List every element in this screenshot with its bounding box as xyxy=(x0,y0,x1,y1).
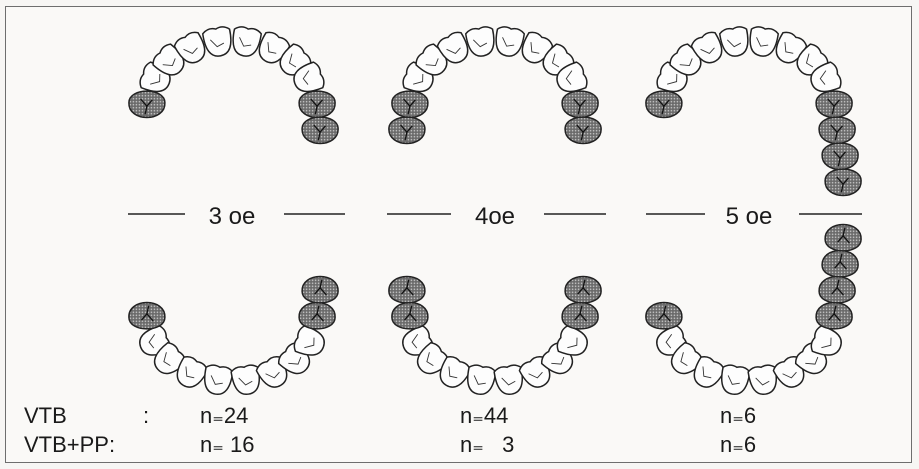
tooth-shaded xyxy=(302,117,338,143)
tooth-shaded xyxy=(825,225,861,251)
tooth-shaded xyxy=(646,91,682,117)
tooth-shaded xyxy=(392,91,428,117)
tooth xyxy=(747,26,779,59)
group-3oe-divider: 3 oe xyxy=(128,203,345,230)
upper-arch-5oe xyxy=(646,26,861,196)
tooth xyxy=(719,364,751,397)
row-label: VTB+PP: xyxy=(24,432,115,457)
lower-arch-5oe xyxy=(646,225,861,397)
group-label: 3 oe xyxy=(209,203,256,230)
row-vtb: VTB : n₌24 n₌44 n₌6 xyxy=(24,403,756,428)
tooth-shaded xyxy=(302,277,338,303)
count-4oe: n₌ 3 xyxy=(460,432,514,457)
tooth xyxy=(493,26,525,59)
tooth-shaded xyxy=(392,303,428,329)
tooth-shaded xyxy=(816,91,852,117)
tooth-shaded xyxy=(825,169,861,195)
upper-arch-4oe xyxy=(389,26,601,144)
lower-arch-4oe xyxy=(389,277,601,397)
tooth-shaded xyxy=(389,277,425,303)
row-label: VTB xyxy=(24,403,67,428)
group-label: 5 oe xyxy=(726,203,773,230)
group-4oe-divider: 4oe xyxy=(387,203,606,230)
tooth-shaded xyxy=(819,117,855,143)
tooth xyxy=(230,26,262,59)
tooth xyxy=(719,26,751,59)
row-vtb-pp: VTB+PP: n₌ 16 n₌ 3 n₌6 xyxy=(24,432,756,457)
tooth xyxy=(202,364,234,397)
tooth-shaded xyxy=(565,277,601,303)
tooth-shaded xyxy=(646,303,682,329)
group-label: 4oe xyxy=(475,203,515,230)
tooth-shaded xyxy=(562,91,598,117)
tooth xyxy=(202,26,234,59)
tooth-shaded xyxy=(129,91,165,117)
upper-arch-3oe xyxy=(129,26,338,144)
count-3oe: n₌24 xyxy=(200,403,248,428)
tooth-shaded xyxy=(565,117,601,143)
count-5oe: n₌6 xyxy=(720,432,756,457)
tooth-shaded xyxy=(819,277,855,303)
tooth-shaded xyxy=(816,303,852,329)
tooth-shaded xyxy=(129,303,165,329)
tooth-shaded xyxy=(822,251,858,277)
tooth xyxy=(465,364,497,397)
tooth-shaded xyxy=(299,303,335,329)
tooth-shaded xyxy=(822,143,858,169)
count-5oe: n₌6 xyxy=(720,403,756,428)
row-separator: : xyxy=(143,403,149,428)
group-5oe-divider: 5 oe xyxy=(646,203,862,230)
lower-arch-3oe xyxy=(129,277,338,397)
count-4oe: n₌44 xyxy=(460,403,508,428)
tooth xyxy=(465,26,497,59)
tooth-shaded xyxy=(562,303,598,329)
tooth-shaded xyxy=(299,91,335,117)
count-3oe: n₌ 16 xyxy=(200,432,254,457)
tooth-shaded xyxy=(389,117,425,143)
